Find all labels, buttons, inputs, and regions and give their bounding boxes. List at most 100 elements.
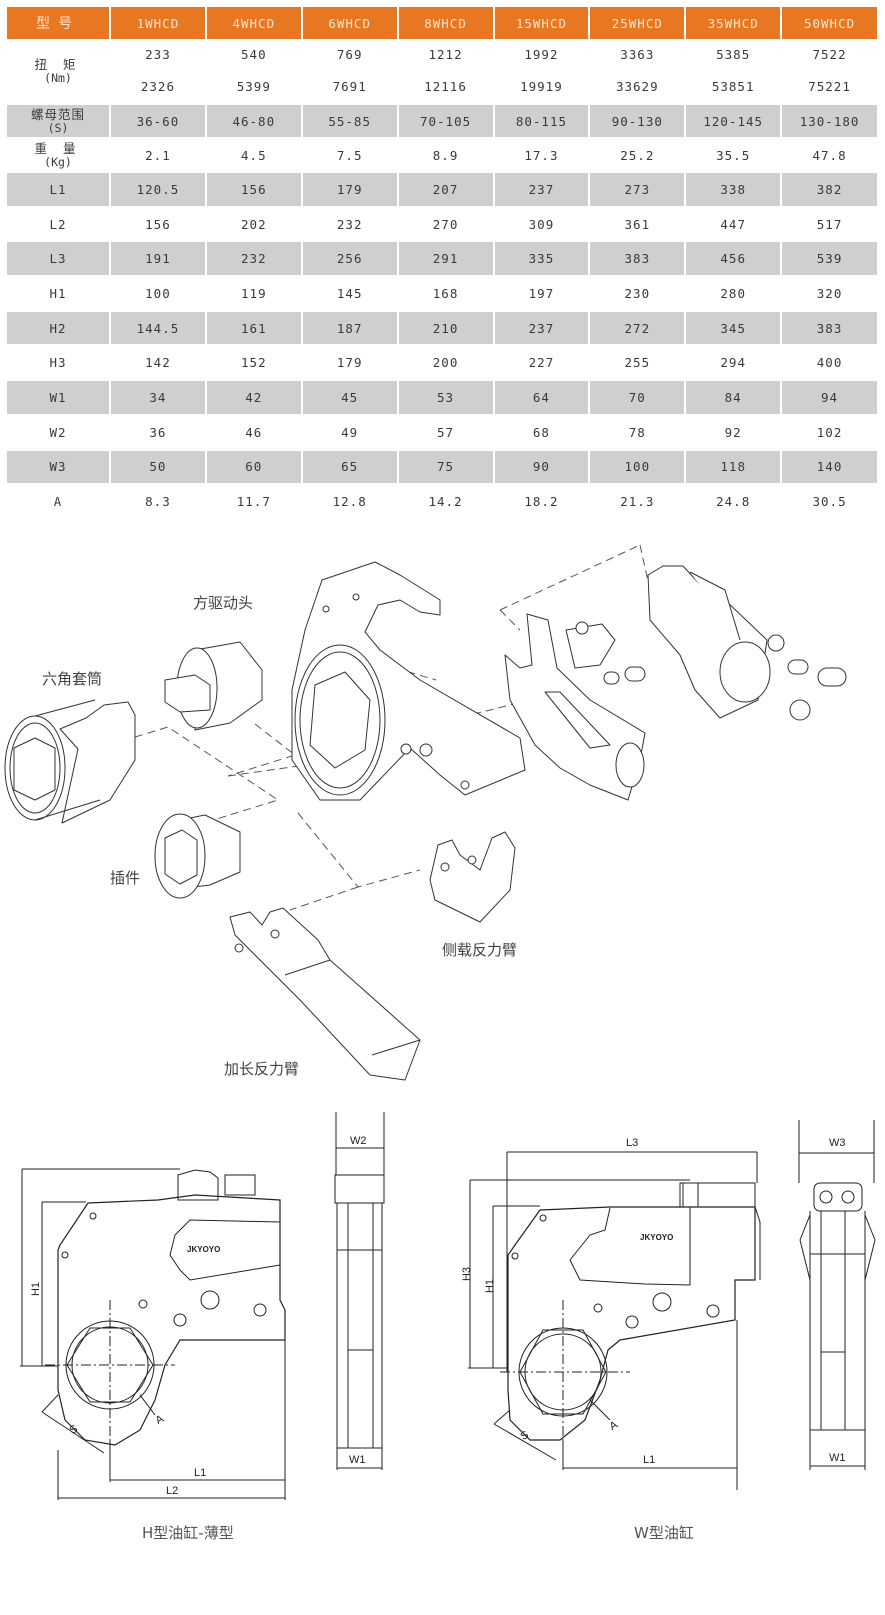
table-cell: 200 xyxy=(396,345,494,381)
table-cell: 230 xyxy=(588,276,686,311)
torque-cell: 5385 53851 xyxy=(684,39,782,104)
dim-l1: L1 xyxy=(643,1454,656,1466)
header-model: 15WHCD xyxy=(492,7,590,39)
row-label: L2 xyxy=(49,216,67,232)
table-cell: 90 xyxy=(492,448,590,486)
torque-min: 769 xyxy=(336,47,363,62)
table-cell: 11.7 xyxy=(204,484,302,518)
table-cell: 345 xyxy=(684,309,782,347)
h-cylinder-part xyxy=(504,613,646,801)
table-cell: 156 xyxy=(204,171,302,208)
table-cell: 34 xyxy=(109,379,206,416)
row-label: 扭 矩 (Nm) xyxy=(34,56,82,85)
header-model: 4WHCD xyxy=(204,7,302,39)
table-cell: 168 xyxy=(396,276,494,311)
table-cell: 179 xyxy=(300,171,398,208)
dim-w1: W1 xyxy=(829,1452,846,1464)
torque-min: 1212 xyxy=(428,47,463,62)
table-cell: 120-145 xyxy=(684,103,782,139)
table-cell: 14.2 xyxy=(396,484,494,518)
table-cell: 187 xyxy=(300,309,398,347)
table-cell: 119 xyxy=(204,276,302,311)
table-cell: 57 xyxy=(396,414,494,450)
table-cell: 7.5 xyxy=(300,138,398,172)
table-cell: 94 xyxy=(780,379,877,416)
table-cell: 92 xyxy=(684,414,782,450)
table-cell: 256 xyxy=(300,240,398,278)
dim-h1: H1 xyxy=(30,1281,43,1297)
header-model: 1WHCD xyxy=(109,7,206,39)
table-cell: 100 xyxy=(109,276,206,311)
table-cell: 50 xyxy=(109,448,206,486)
table-cell: 78 xyxy=(588,414,686,450)
table-cell: 140 xyxy=(780,448,877,486)
table-cell: 12.8 xyxy=(300,484,398,518)
table-cell: 8.3 xyxy=(109,484,206,518)
table-cell: 210 xyxy=(396,309,494,347)
table-cell: 270 xyxy=(396,206,494,242)
table-cell: 35.5 xyxy=(684,138,782,172)
table-cell: 280 xyxy=(684,276,782,311)
table-cell: 272 xyxy=(588,309,686,347)
insert-part xyxy=(154,813,241,899)
table-cell: 36-60 xyxy=(109,103,206,139)
label-side-reaction-arm: 侧载反力臂 xyxy=(442,941,518,959)
brand-logo: JKYOYO xyxy=(187,1245,221,1254)
table-cell: 46-80 xyxy=(204,103,302,139)
torque-max: 7691 xyxy=(332,79,367,94)
table-cell: 45 xyxy=(300,379,398,416)
torque-min: 5385 xyxy=(716,47,751,62)
row-label: H1 xyxy=(49,285,67,301)
torque-max: 2326 xyxy=(140,79,175,94)
table-cell: 144.5 xyxy=(109,309,206,347)
header-model: 8WHCD xyxy=(396,7,494,39)
table-cell: 70-105 xyxy=(396,103,494,139)
table-cell: 17.3 xyxy=(492,138,590,172)
row-label: 重 量 (Kg) xyxy=(34,140,82,169)
row-label: W2 xyxy=(49,424,67,440)
table-cell: 335 xyxy=(492,240,590,278)
h-type-front-view xyxy=(20,1168,286,1500)
torque-cell: 1992 19919 xyxy=(492,39,590,104)
table-cell: 207 xyxy=(396,171,494,208)
torque-max: 5399 xyxy=(236,79,271,94)
table-cell: 42 xyxy=(204,379,302,416)
table-cell: 21.3 xyxy=(588,484,686,518)
row-label: L3 xyxy=(7,240,110,278)
table-cell: 237 xyxy=(492,171,590,208)
table-cell: 90-130 xyxy=(588,103,686,139)
header-model: 50WHCD xyxy=(780,7,877,39)
table-cell: 68 xyxy=(492,414,590,450)
torque-min: 7522 xyxy=(812,47,847,62)
torque-max: 19919 xyxy=(520,79,563,94)
label-hex-socket: 六角套筒 xyxy=(42,670,103,688)
torque-min: 3363 xyxy=(620,47,655,62)
table-cell: 191 xyxy=(109,240,206,278)
table-cell: 118 xyxy=(684,448,782,486)
w-type-front-view xyxy=(468,1151,761,1490)
table-cell: 36 xyxy=(109,414,206,450)
label-square-drive: 方驱动头 xyxy=(193,594,254,612)
torque-min: 1992 xyxy=(524,47,559,62)
table-cell: 456 xyxy=(684,240,782,278)
caption-h-type: H型油缸-薄型 xyxy=(142,1524,234,1542)
torque-max: 53851 xyxy=(711,79,755,94)
table-cell: 383 xyxy=(588,240,686,278)
table-cell: 232 xyxy=(204,240,302,278)
table-cell: 237 xyxy=(492,309,590,347)
table-cell: 60 xyxy=(204,448,302,486)
table-cell: 84 xyxy=(684,379,782,416)
extended-reaction-arm-part xyxy=(229,907,421,1081)
dim-w1: W1 xyxy=(349,1454,366,1466)
